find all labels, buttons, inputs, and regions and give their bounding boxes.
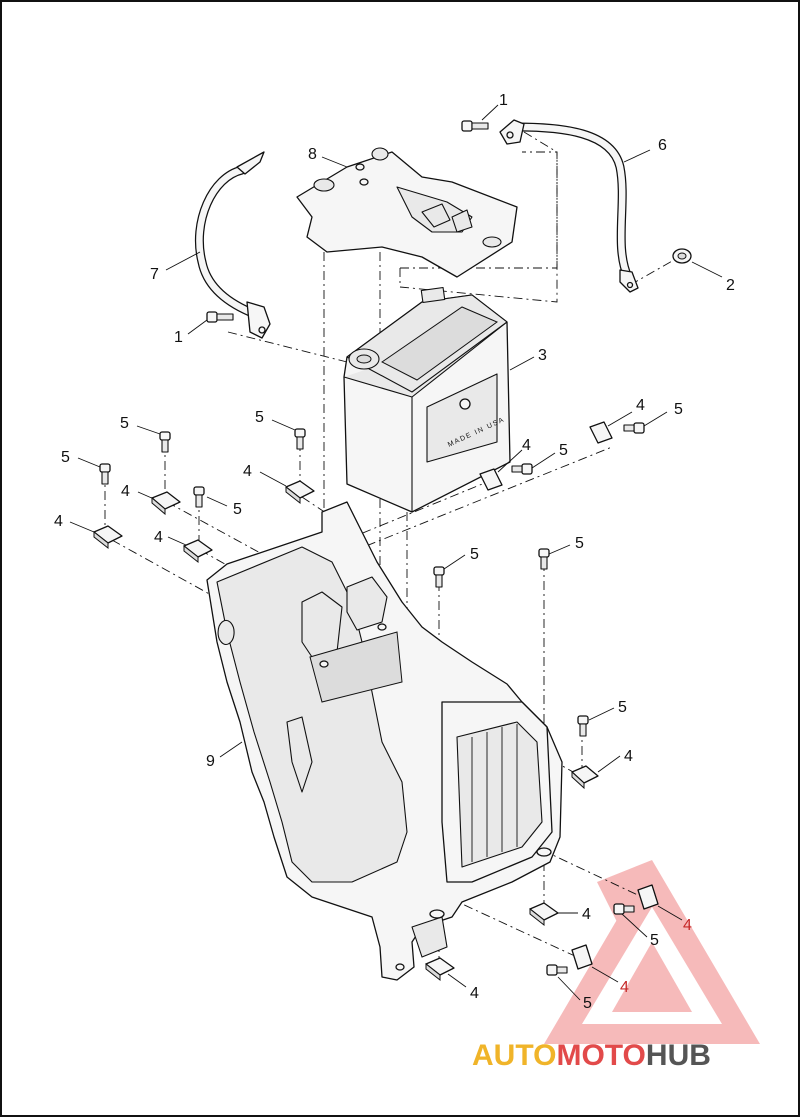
watermark-hub: HUB (646, 1039, 711, 1072)
callout-4-i: 4 (683, 917, 692, 934)
bolt-5-g (577, 715, 589, 737)
clip-nut-d (183, 539, 213, 564)
bolt-5-j (613, 903, 635, 915)
callout-5-j: 5 (650, 932, 659, 949)
callout-8: 8 (308, 146, 317, 163)
bolt-5-h (623, 422, 645, 434)
battery-hold-down (296, 147, 518, 278)
clip-nut-f (479, 468, 503, 491)
clip-nut-e (589, 421, 613, 444)
callout-6: 6 (658, 137, 667, 154)
callout-5-e: 5 (61, 449, 70, 466)
callout-2: 2 (726, 277, 735, 294)
clip-nut-g (571, 765, 599, 790)
callout-labels: 1 1 2 3 4 4 4 4 4 4 4 4 4 4 4 5 5 5 5 5 … (54, 92, 735, 1012)
negative-cable (194, 151, 271, 339)
callout-5-k: 5 (583, 995, 592, 1012)
callout-5-f: 5 (233, 501, 242, 518)
bolt-5-a (159, 431, 171, 453)
clip-nut-h (529, 902, 559, 927)
clip-nut-a (151, 491, 181, 516)
watermark-auto: AUTO (472, 1039, 556, 1072)
watermark-text: AUTOMOTOHUB (472, 1039, 711, 1072)
bolt-5-d (193, 486, 205, 508)
callout-5-a: 5 (674, 401, 683, 418)
bolt-5-b (294, 428, 306, 450)
callout-7: 7 (150, 266, 159, 283)
clip-nut-c (93, 525, 123, 550)
callout-4-e: 4 (54, 513, 63, 530)
nut (672, 248, 692, 264)
watermark-moto: MOTO (556, 1039, 645, 1072)
callout-5-h: 5 (575, 535, 584, 552)
bolt-5-k (546, 964, 568, 976)
battery: MADE IN USA (343, 286, 511, 513)
bolts (99, 120, 645, 976)
clip-nut-i (425, 957, 455, 982)
callout-1-upper: 1 (499, 92, 508, 109)
bolt-5-i (511, 463, 533, 475)
callout-5-b: 5 (559, 442, 568, 459)
clip-nut-j (637, 884, 659, 910)
callout-5-g: 5 (470, 546, 479, 563)
callout-4-g: 4 (624, 748, 633, 765)
callout-3: 3 (538, 347, 547, 364)
callout-4-j: 4 (620, 979, 629, 996)
battery-tray (206, 501, 563, 981)
bolt-5-c (99, 463, 111, 485)
positive-cable (499, 119, 639, 293)
callout-4-b: 4 (522, 437, 531, 454)
leader-lines (69, 104, 723, 1001)
callout-4-d: 4 (121, 483, 130, 500)
callout-5-i: 5 (618, 699, 627, 716)
callout-4-h: 4 (582, 906, 591, 923)
callout-5-c: 5 (255, 409, 264, 426)
callout-4-f: 4 (154, 529, 163, 546)
clip-nut-b (285, 480, 315, 505)
clip-nuts (93, 421, 659, 982)
callout-9: 9 (206, 753, 215, 770)
svg-text:AUTOMOTOHUB: AUTOMOTOHUB (472, 1039, 711, 1072)
bolt-1-upper (461, 120, 489, 132)
bolt-5-e (433, 566, 445, 588)
callout-5-d: 5 (120, 415, 129, 432)
watermark-logo (544, 860, 760, 1044)
callout-4-c: 4 (243, 463, 252, 480)
bolt-5-f (538, 548, 550, 570)
clip-nut-k (571, 944, 593, 970)
callout-4-k: 4 (470, 985, 479, 1002)
bolt-1-lower (206, 311, 234, 323)
callout-1-lower: 1 (174, 329, 183, 346)
callout-4-a: 4 (636, 397, 645, 414)
